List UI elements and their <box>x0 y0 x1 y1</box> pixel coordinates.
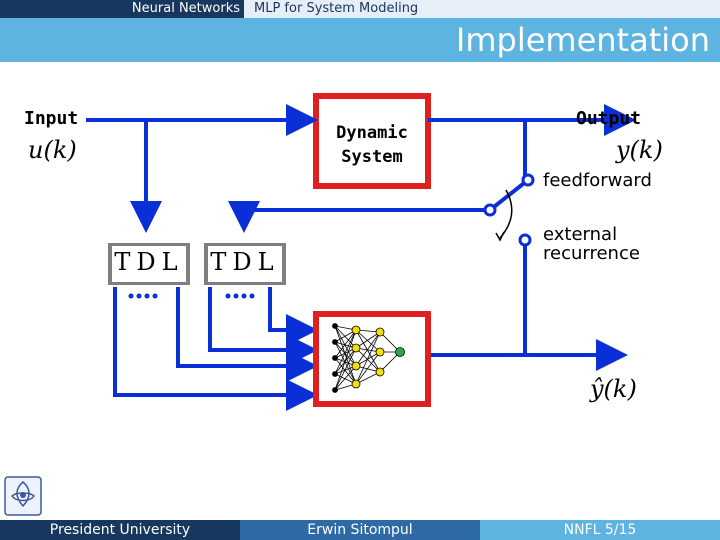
recurrence-label-line1: external <box>543 224 618 245</box>
nn-connection <box>334 325 357 385</box>
tdl-right-outputs <box>208 287 318 366</box>
nn-connection <box>334 341 357 367</box>
university-logo <box>4 476 42 516</box>
feedforward-terminal <box>521 173 535 187</box>
slide-title: Implementation <box>455 21 710 59</box>
nn-hidden-node <box>351 325 361 335</box>
system-label-line1: Dynamic <box>336 123 408 143</box>
dynamic-system-block <box>313 93 431 189</box>
nn-connection <box>334 329 357 359</box>
nn-input-node <box>332 339 338 345</box>
subsection-title: MLP for System Modeling <box>244 0 720 18</box>
tdl-left-label: TDL <box>114 248 184 276</box>
title-bar: Implementation <box>0 18 720 62</box>
feedforward-label: feedforward <box>543 170 652 191</box>
nn-hidden-node <box>351 343 361 353</box>
nn-connection <box>355 329 381 353</box>
nn-hidden-node <box>351 379 361 389</box>
section-title: Neural Networks <box>131 1 240 16</box>
footer-page: NNFL 5/15 <box>480 520 720 540</box>
nn-connection <box>355 329 381 373</box>
neural-network-graph <box>332 323 405 393</box>
tdl-left-dots <box>128 293 158 299</box>
nn-connection <box>355 351 381 367</box>
footer-author: Erwin Sitompul <box>240 520 480 540</box>
nn-input-node <box>332 387 338 393</box>
tdl-right-dots <box>225 293 255 299</box>
nn-connection <box>334 325 357 349</box>
nn-connection <box>355 351 381 385</box>
model-output-signal: ŷ(k) <box>590 375 637 403</box>
nn-connection <box>334 329 357 391</box>
output-signal: y(k) <box>616 136 663 164</box>
nn-hidden-node <box>375 347 385 357</box>
recurrence-label-line2: recurrence <box>543 243 640 264</box>
input-signal: u(k) <box>28 136 77 164</box>
nn-connection <box>334 365 357 391</box>
nn-connection <box>334 347 357 391</box>
system-label-line2: System <box>341 147 403 167</box>
switch-pivot <box>483 203 497 217</box>
nn-connection <box>355 331 381 367</box>
nn-hidden-node <box>351 361 361 371</box>
nn-connection <box>355 371 381 385</box>
nn-hidden-node <box>375 367 385 377</box>
nn-input-node <box>332 371 338 377</box>
recurrence-terminal <box>518 233 532 247</box>
nn-connection <box>334 357 357 385</box>
nn-connection <box>355 331 381 385</box>
nn-output-node <box>395 347 405 357</box>
nn-connection <box>334 341 357 385</box>
nn-input-node <box>332 323 338 329</box>
nn-connection <box>355 347 381 373</box>
tdl-left-outputs <box>113 287 318 411</box>
nn-connection <box>355 331 381 349</box>
output-label: Output <box>576 108 642 129</box>
nn-connection <box>334 325 357 367</box>
nn-input-node <box>332 355 338 361</box>
nn-connection <box>334 329 357 375</box>
input-label: Input <box>24 108 79 129</box>
nn-hidden-node <box>375 327 385 337</box>
footer-institution: President University <box>0 520 240 540</box>
tdl-right-label: TDL <box>210 248 280 276</box>
top-bar: Neural Networks MLP for System Modeling <box>0 0 720 18</box>
